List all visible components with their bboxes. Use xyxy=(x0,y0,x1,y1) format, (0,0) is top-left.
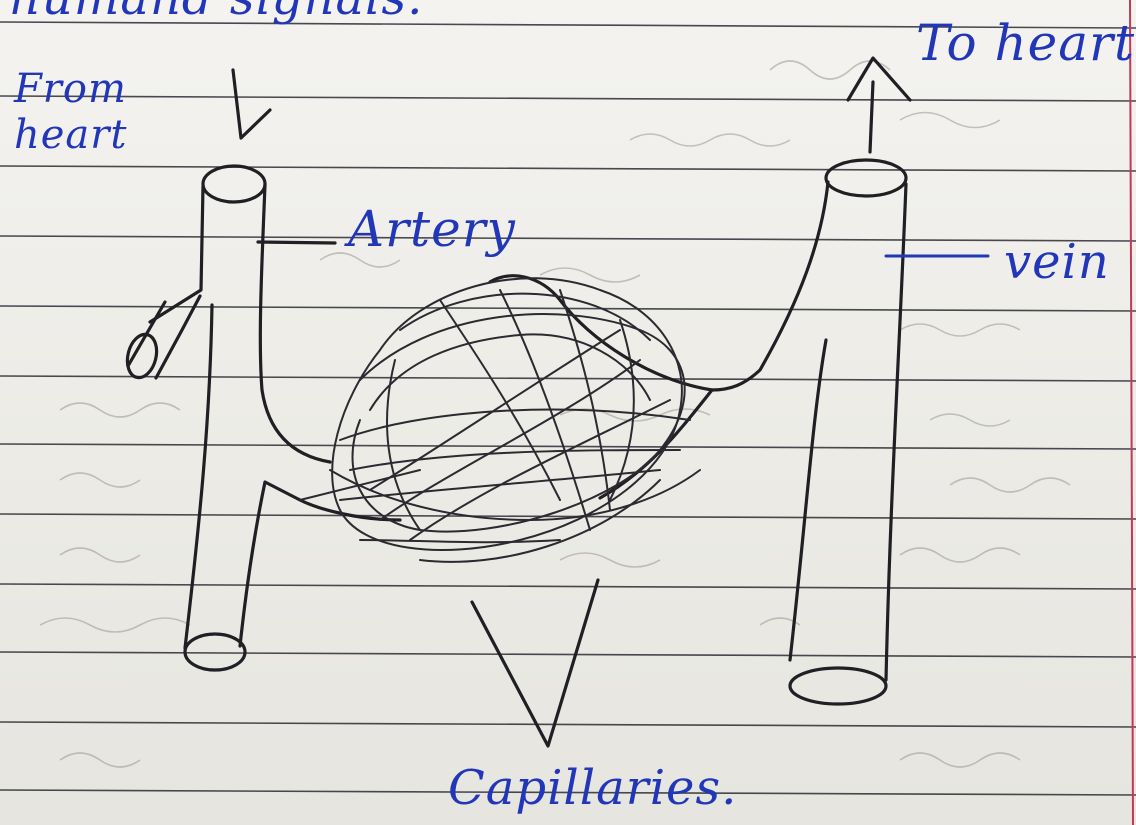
capillaries-pointer xyxy=(472,580,598,746)
capillaries-label: Capillaries. xyxy=(448,760,737,816)
vein-label: vein xyxy=(1004,234,1110,290)
to-heart-arrow xyxy=(848,58,910,152)
pencil-drawing xyxy=(123,58,910,746)
artery-label: Artery xyxy=(348,200,516,258)
to-heart-label: To heart xyxy=(916,14,1135,72)
from-heart-arrow xyxy=(233,70,270,138)
margin-line xyxy=(1130,0,1133,825)
vein-vessel xyxy=(490,160,906,704)
artery-leader-line xyxy=(258,242,335,243)
top-text-fragment: humand signals. xyxy=(10,0,423,26)
from-heart-label: From heart xyxy=(14,66,194,158)
